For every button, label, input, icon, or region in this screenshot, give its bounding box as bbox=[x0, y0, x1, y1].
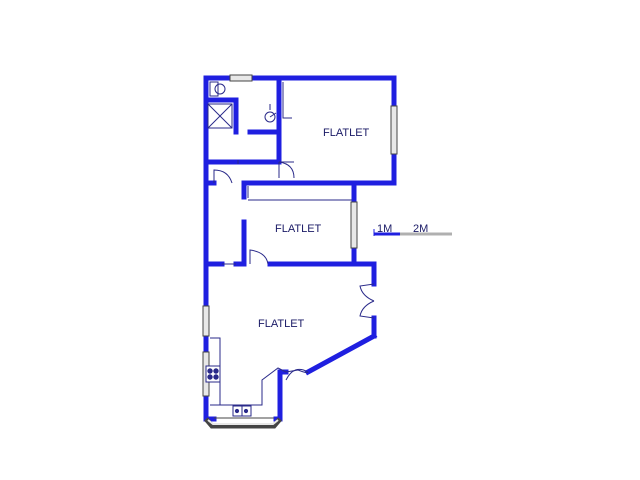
room-label-lower: FLATLET bbox=[258, 318, 305, 330]
window-upper-right bbox=[390, 105, 398, 155]
window-bay-glass bbox=[207, 419, 279, 425]
wall-bath-inner-a bbox=[203, 97, 239, 135]
walls bbox=[203, 75, 397, 422]
shower bbox=[207, 103, 233, 129]
window-bay bbox=[204, 417, 282, 429]
scale-label-2m: 2M bbox=[413, 223, 428, 235]
scale-label-1m: 1M bbox=[377, 223, 392, 235]
window-left-upper bbox=[202, 305, 210, 337]
fixtures bbox=[205, 81, 352, 417]
wall-diagonal bbox=[304, 332, 378, 376]
sink-icon bbox=[232, 405, 252, 417]
door-french-bottom bbox=[359, 300, 375, 319]
door-bottom bbox=[285, 369, 309, 374]
door-middle bbox=[249, 249, 269, 265]
toilet-icon bbox=[209, 81, 226, 97]
room-label-middle: FLATLET bbox=[275, 223, 322, 235]
door-entry bbox=[213, 169, 233, 184]
room-label-upper: FLATLET bbox=[323, 127, 370, 139]
window-top bbox=[229, 74, 253, 82]
window-mid-right bbox=[350, 201, 358, 249]
kitchen-counter bbox=[210, 337, 287, 406]
stove-icon bbox=[205, 365, 221, 383]
wall-bay-right bbox=[273, 369, 289, 422]
door-bath bbox=[278, 161, 295, 179]
basin-icon bbox=[264, 111, 277, 123]
doors bbox=[213, 161, 375, 381]
door-french-top bbox=[359, 283, 375, 302]
scale-bar: 1M 2M bbox=[373, 223, 452, 236]
